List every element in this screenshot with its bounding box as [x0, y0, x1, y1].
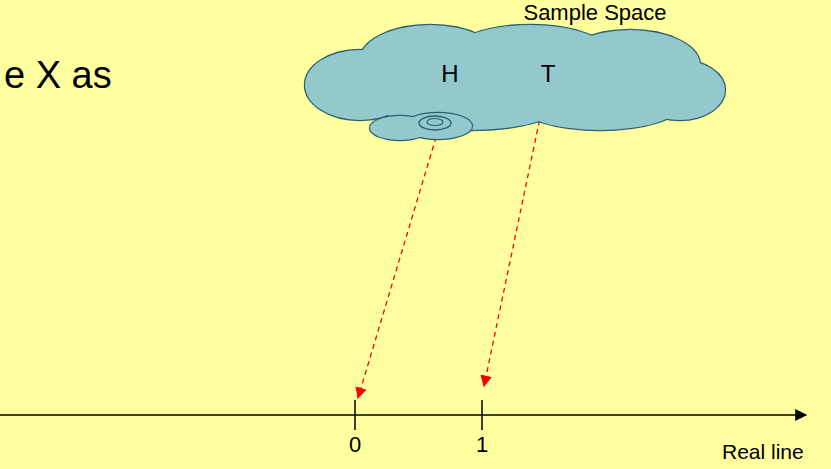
coin-icon	[419, 116, 451, 130]
cloud-heading: Sample Space	[523, 0, 666, 26]
tick-label: 1	[476, 432, 488, 458]
slide-text: e X as	[4, 54, 112, 97]
tick-label: 0	[349, 432, 361, 458]
tick-mark	[354, 400, 356, 430]
cloud-outline	[305, 25, 725, 130]
axis-label: Real line	[722, 440, 804, 464]
tick-mark	[481, 400, 483, 430]
mapping-arrow	[358, 94, 449, 398]
cloud-puff	[370, 113, 472, 140]
outcome-label: H	[441, 60, 458, 88]
real-line-axis	[0, 414, 806, 416]
sample-space-cloud: Sample SpaceH T	[300, 0, 730, 145]
outcome-label: T	[541, 60, 556, 88]
mapping-arrow	[484, 94, 545, 386]
